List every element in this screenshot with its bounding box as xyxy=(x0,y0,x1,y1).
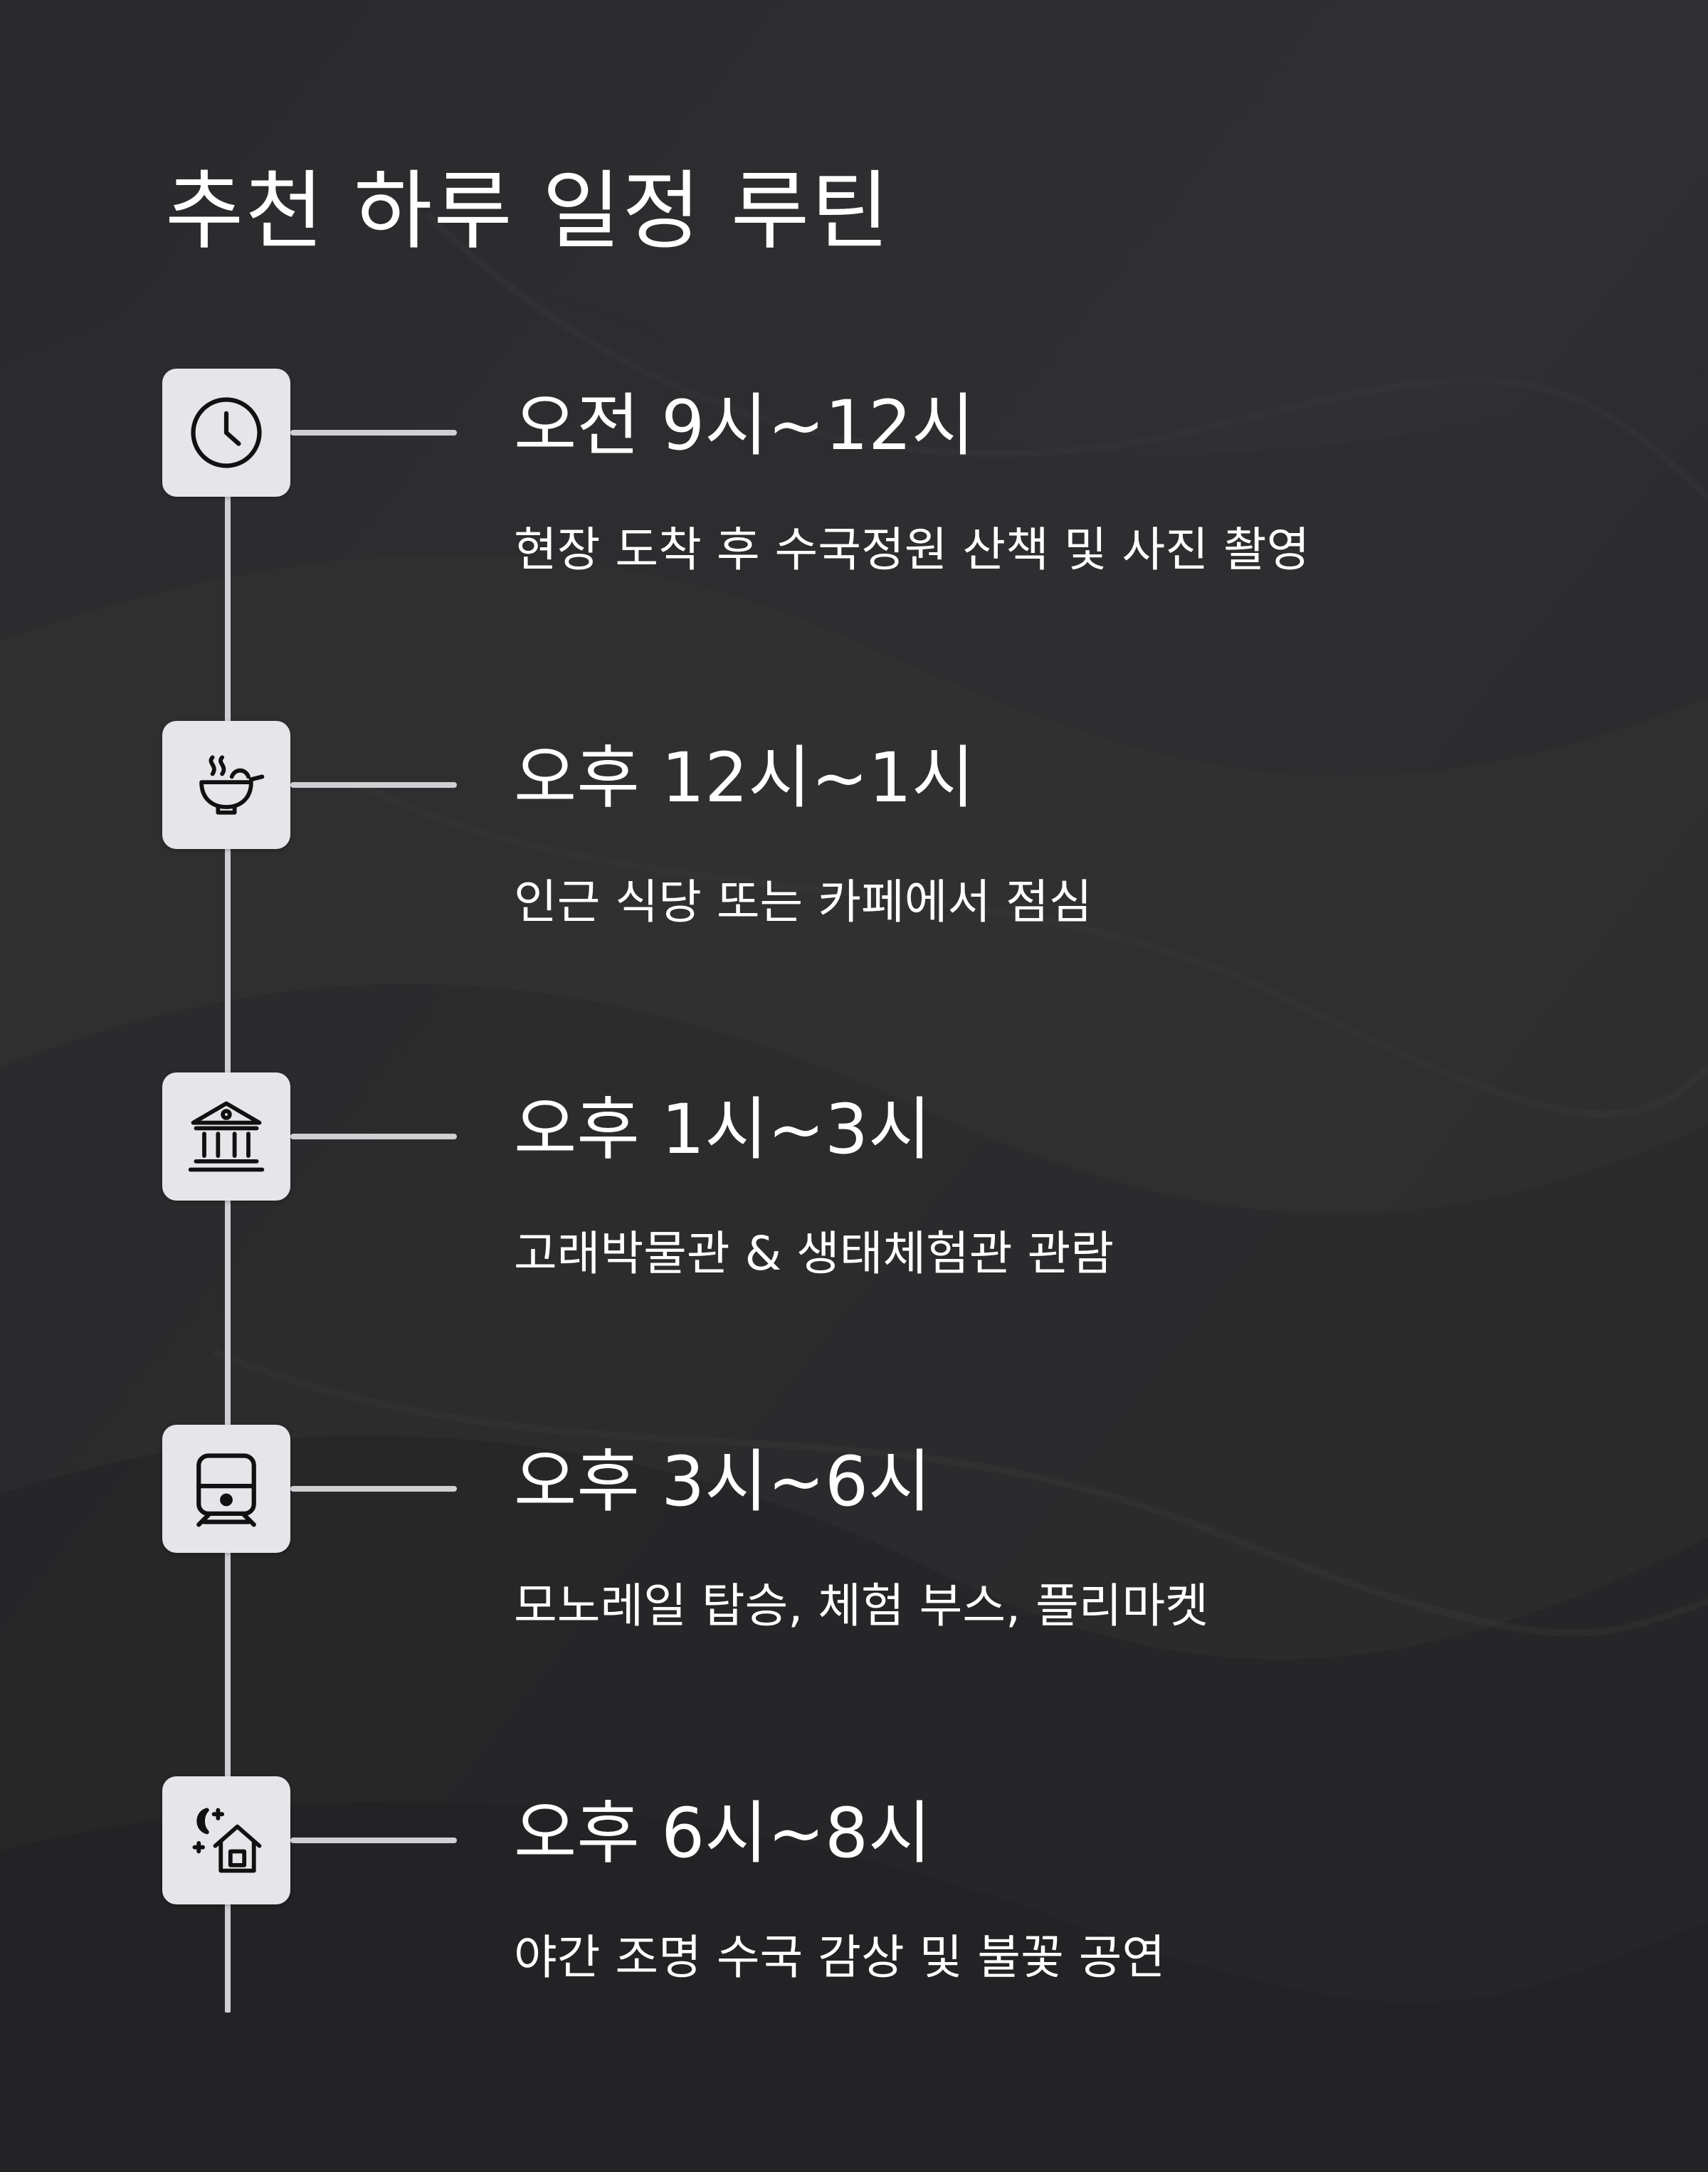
schedule-time: 오후 1시~3시 xyxy=(514,1090,932,1169)
timeline-connector xyxy=(290,1486,457,1492)
page-title: 추천 하루 일정 루틴 xyxy=(165,162,891,261)
schedule-description: 고래박물관 & 생태체험관 관람 xyxy=(514,1226,1114,1281)
schedule-time: 오후 12시~1시 xyxy=(514,738,975,818)
clock-icon xyxy=(162,369,290,497)
timeline-line xyxy=(225,427,231,2013)
schedule-time: 오후 3시~6시 xyxy=(514,1442,932,1522)
schedule-time: 오전 9시~12시 xyxy=(514,386,975,465)
schedule-item-museum: 오후 1시~3시 고래박물관 & 생태체험관 관람 xyxy=(0,1072,1708,1371)
monorail-icon xyxy=(162,1425,290,1553)
museum-icon xyxy=(162,1072,290,1201)
night-house-icon xyxy=(162,1776,290,1904)
schedule-item-afternoon: 오후 3시~6시 모노레일 탑승, 체험 부스, 플리마켓 xyxy=(0,1425,1708,1724)
timeline-connector xyxy=(290,782,457,788)
schedule-time: 오후 6시~8시 xyxy=(514,1793,932,1873)
schedule-item-evening: 오후 6시~8시 야간 조명 수국 감상 및 불꽃 공연 xyxy=(0,1776,1708,2075)
soup-bowl-icon xyxy=(162,721,290,849)
timeline-connector xyxy=(290,430,457,436)
schedule-description: 인근 식당 또는 카페에서 점심 xyxy=(514,875,1092,929)
schedule-item-lunch: 오후 12시~1시 인근 식당 또는 카페에서 점심 xyxy=(0,721,1708,1020)
schedule-item-morning: 오전 9시~12시 현장 도착 후 수국정원 산책 및 사진 촬영 xyxy=(0,369,1708,668)
timeline-connector xyxy=(290,1838,457,1843)
schedule-description: 야간 조명 수국 감상 및 불꽃 공연 xyxy=(514,1930,1166,1985)
schedule-description: 모노레일 탑승, 체험 부스, 플리마켓 xyxy=(514,1578,1208,1633)
timeline-connector xyxy=(290,1134,457,1139)
schedule-description: 현장 도착 후 수국정원 산책 및 사진 촬영 xyxy=(514,522,1310,577)
